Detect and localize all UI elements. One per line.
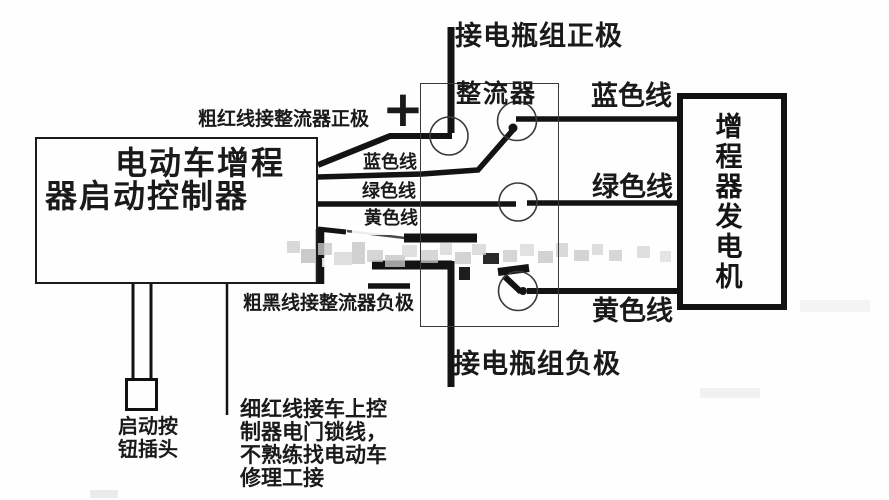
mosaic-watermark <box>90 226 870 498</box>
terminal-dot-blue <box>508 123 518 133</box>
wire-fragment <box>483 253 499 264</box>
blue-wire-label-right: 蓝色线 <box>591 81 672 112</box>
green-wire-label-left: 绿色线 <box>362 181 416 202</box>
red-wire-note: 粗红线接整流器正极 <box>198 108 370 130</box>
terminal-blue <box>496 100 538 142</box>
plus-terminal-icon: + <box>382 80 424 138</box>
yellow-wire-bar <box>497 264 530 276</box>
terminal-yellow <box>497 270 539 312</box>
yellow-wire-label-right: 黄色线 <box>592 296 673 327</box>
rectifier-box <box>420 83 559 327</box>
terminal-positive <box>429 116 469 156</box>
generator-box: 增程器发电机 <box>677 93 787 310</box>
battery-positive-label: 接电瓶组正极 <box>455 21 623 52</box>
blue-wire-label-left: 蓝色线 <box>363 152 417 173</box>
black-wire-note: 粗黑线接整流器负极 <box>243 292 415 314</box>
controller-box: 电动车增程 器启动控制器 <box>35 137 318 284</box>
start-button-plug-label: 启动按 钮插头 <box>118 414 178 461</box>
battery-negative-label: 接电瓶组负极 <box>453 349 621 380</box>
controller-title: 电动车增程 器启动控制器 <box>45 144 286 215</box>
terminal-green <box>498 182 538 222</box>
yellow-terminal-lever <box>501 273 524 295</box>
start-button-plug-box <box>125 378 158 411</box>
generator-label: 增程器发电机 <box>710 111 742 292</box>
thin-red-wire-note: 细红线接车上控 制器电门锁线， 不熟练找电动车 修理工接 <box>240 397 387 490</box>
blue-wire-left <box>317 128 516 180</box>
wire-fragment <box>459 267 470 280</box>
red-wire <box>316 133 452 168</box>
yellow-wire-label-left: 黄色线 <box>364 208 418 229</box>
green-wire-label-right: 绿色线 <box>592 172 673 203</box>
terminal-dot-yellow <box>519 287 527 295</box>
rectifier-label: 整流器 <box>456 79 538 108</box>
